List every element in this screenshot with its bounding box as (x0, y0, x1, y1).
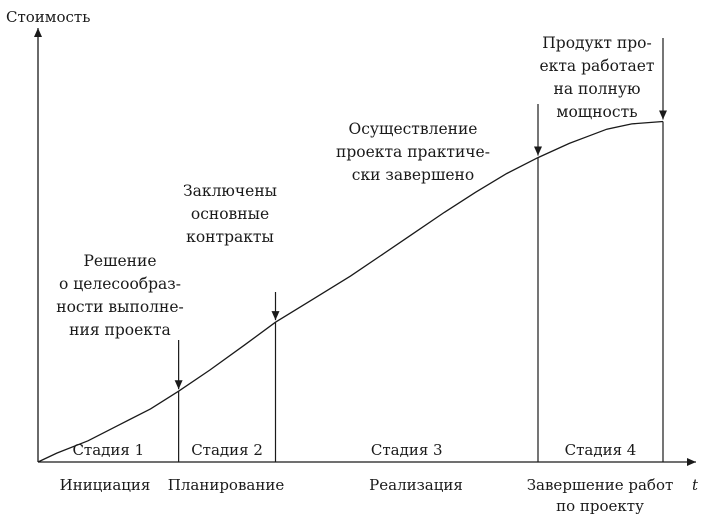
annotation-1-line-4: ния проекта (69, 321, 171, 339)
cost-curve-layer (37, 120, 664, 463)
y-axis-label: Стоимость (6, 8, 90, 26)
axes (34, 28, 696, 466)
annotation-4-line-2: екта работает (540, 57, 655, 75)
stage-dividers (178, 121, 664, 462)
annotation-1-line-1: Решение (83, 252, 156, 270)
annotation-4-line-4: мощность (556, 103, 637, 121)
annotation-2-line-3: контракты (186, 228, 274, 246)
stage-label-4: Стадия 4 (565, 441, 637, 459)
phase-label-3-line-1: Реализация (369, 476, 463, 494)
phase-label-2-line-1: Планирование (168, 476, 285, 494)
x-axis-label: t (692, 476, 699, 494)
phase-label-4-line-2: по проекту (556, 497, 644, 515)
labels-layer: Стоимость t Стадия 1 Стадия 2 Стадия 3 Стадия… (6, 8, 699, 515)
annotation-3-line-1: Осуществление (349, 120, 478, 138)
annotation-3-line-3: ски завершено (352, 166, 474, 184)
annotation-2-line-1: Заключены (183, 182, 277, 200)
annotation-3-line-2: проекта практиче- (336, 143, 490, 161)
annotation-1-line-3: ности выполне- (56, 298, 184, 316)
phase-label-4-line-1: Завершение работ (527, 476, 674, 494)
annotation-1-line-2: о целесообраз- (59, 275, 181, 293)
annotation-arrows (174, 38, 667, 390)
annotation-4-line-3: на полную (554, 80, 641, 98)
stage-label-3: Стадия 3 (371, 441, 443, 459)
stage-label-1: Стадия 1 (72, 441, 144, 459)
stage-label-2: Стадия 2 (191, 441, 263, 459)
cost-curve (37, 120, 664, 463)
annotation-4-line-1: Продукт про- (542, 34, 651, 52)
phase-label-1-line-1: Инициация (60, 476, 151, 494)
annotation-2-line-2: основные (191, 205, 269, 223)
